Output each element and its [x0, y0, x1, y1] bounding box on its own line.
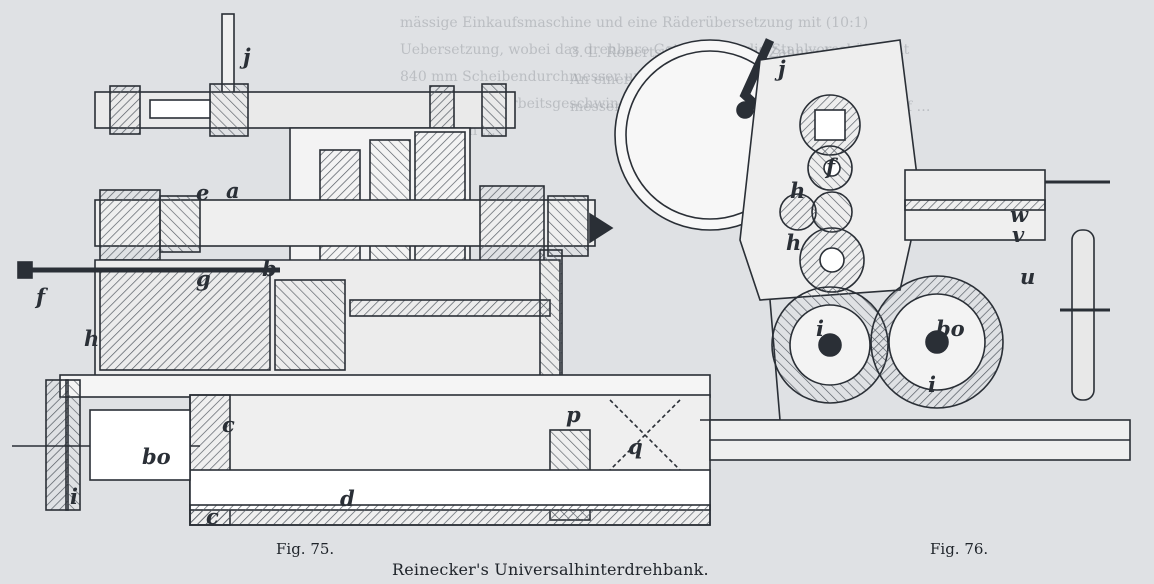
label-fig76-h: h [790, 178, 806, 203]
label-fig76-u: u [1020, 264, 1036, 289]
label-fig75-bo: bo [142, 444, 171, 469]
label-fig76-j: j [778, 56, 786, 81]
label-fig75-q: q [628, 434, 643, 459]
label-fig76-bo: bo [936, 316, 965, 341]
label-fig75-i: i [70, 484, 78, 509]
label-fig76-w: w [1010, 202, 1029, 227]
label-fig76-f: f [826, 154, 836, 179]
label-fig75-j: j [243, 44, 251, 69]
label-fig76-i: i [816, 316, 824, 341]
label-fig75-g: g [196, 266, 211, 291]
label-fig75-b: b [262, 256, 277, 281]
label-fig75-d: d [340, 486, 355, 511]
fig75-drawing [12, 13, 711, 526]
label-fig75-c: c [222, 412, 235, 437]
figure-75-caption: Fig. 75. [276, 540, 335, 558]
label-fig76-h2: h [786, 230, 802, 255]
label-fig75-a: a [226, 178, 240, 203]
label-fig76-v: v [1012, 222, 1025, 247]
label-fig75-c2: c [206, 504, 219, 529]
label-fig75-h: h [84, 326, 100, 351]
label-fig75-p: p [566, 402, 581, 427]
label-fig75-f: f [36, 284, 46, 309]
fig76-drawing [614, 38, 1131, 461]
label-fig75-e: e [196, 180, 210, 205]
label-fig76-i2: i [928, 372, 936, 397]
figure-76-caption: Fig. 76. [930, 540, 989, 558]
figure-title: Reinecker's Universalhinterdrehbank. [392, 560, 709, 579]
